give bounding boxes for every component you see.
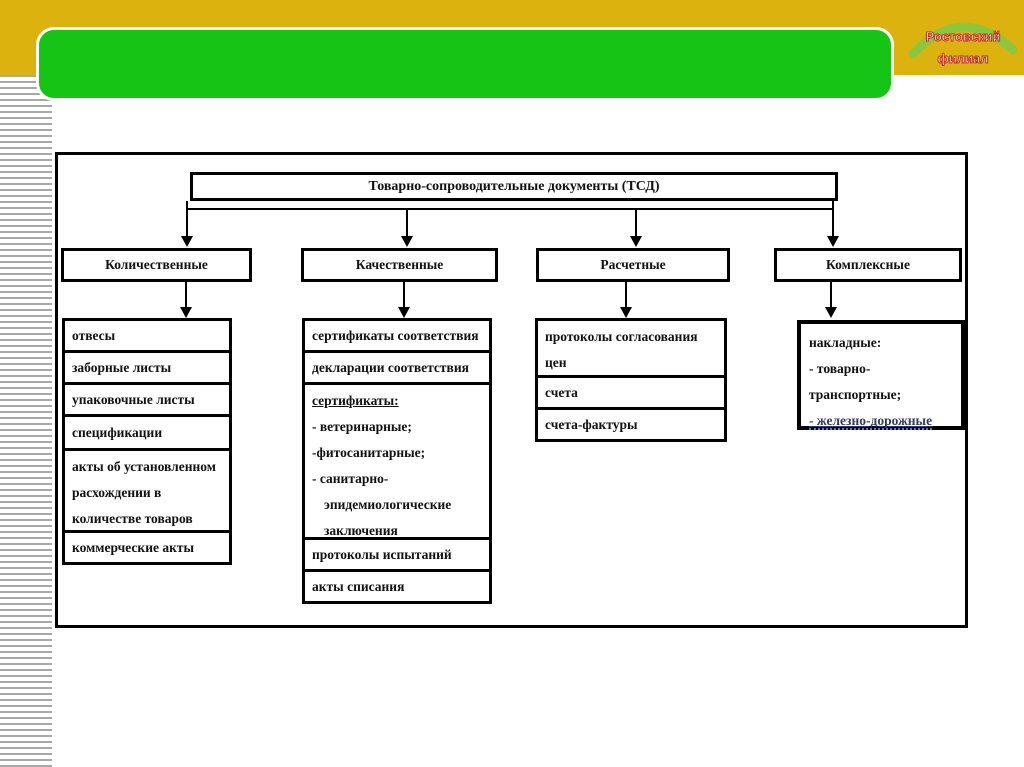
diagram-item-certificates: сертификаты: - ветеринарные; -фитосанита… (302, 382, 492, 540)
connector-line (832, 208, 834, 237)
certificates-heading: сертификаты: (312, 393, 399, 408)
arrow-down-icon (827, 236, 839, 247)
diagram-item: спецификации (62, 414, 232, 451)
diagram-item: сертификаты соответствия (302, 318, 492, 353)
complex-items-box: накладные: - товарно- транспортные; - же… (797, 320, 965, 430)
diagram-canvas: Товарно-сопроводительные документы (ТСД)… (55, 152, 968, 628)
certificates-line: эпидемиологические (324, 497, 452, 512)
diagram-item: протоколы испытаний (302, 537, 492, 572)
connector-line (186, 208, 188, 237)
left-stripe-decoration (0, 75, 52, 767)
arrow-down-icon (398, 307, 410, 318)
connector-line (832, 201, 834, 210)
brand-name: Ростовский филиал (903, 26, 1023, 70)
diagram-item: счета-фактуры (535, 407, 727, 442)
connector-line (635, 208, 637, 237)
diagram-item: заборные листы (62, 350, 232, 385)
arrow-down-icon (181, 236, 193, 247)
slide-title-placeholder (36, 27, 894, 101)
settlement-items-stack: протоколы согласования цен счета счета-ф… (535, 318, 727, 442)
invoices-line: - товарно- (809, 361, 871, 376)
diagram-item: упаковочные листы (62, 382, 232, 417)
diagram-item: акты об установленном расхождении в коли… (62, 448, 232, 533)
branch-header-settlement: Расчетные (536, 248, 730, 282)
arrow-down-icon (630, 236, 642, 247)
connector-line (625, 282, 627, 308)
brand-logo: Ростовский филиал (903, 4, 1023, 74)
arrow-down-icon (180, 307, 192, 318)
brand-name-line1: Ростовский (925, 29, 1001, 45)
diagram-item: счета (535, 375, 727, 410)
root-node: Товарно-сопроводительные документы (ТСД) (190, 172, 838, 201)
invoices-heading: накладные: (809, 335, 882, 350)
diagram-item: отвесы (62, 318, 232, 353)
branch-header-complex: Комплексные (774, 248, 962, 282)
connector-line (406, 208, 408, 237)
arrow-down-icon (401, 236, 413, 247)
branch-header-quantitative: Количественные (61, 248, 252, 282)
connector-line (185, 282, 187, 308)
brand-name-line2: филиал (937, 51, 989, 67)
diagram-item: акты списания (302, 569, 492, 604)
certificates-line: -фитосанитарные; (312, 445, 426, 460)
connector-line (186, 201, 188, 210)
certificates-line: - санитарно- (312, 471, 389, 486)
arrow-down-icon (620, 307, 632, 318)
diagram-item: декларации соответствия (302, 350, 492, 385)
brand-arc-icon (908, 22, 1018, 59)
certificates-line: заключения (324, 523, 398, 538)
invoices-line: транспортные; (809, 387, 902, 402)
connector-line (403, 282, 405, 308)
certificates-line: - ветеринарные; (312, 419, 412, 434)
quantitative-items-stack: отвесы заборные листы упаковочные листы … (62, 318, 232, 565)
arrow-down-icon (825, 307, 837, 318)
invoices-line-railway: - железно-дорожные (809, 413, 933, 430)
diagram-item: коммерческие акты (62, 530, 232, 565)
branch-header-qualitative: Качественные (301, 248, 498, 282)
connector-line (186, 208, 834, 210)
qualitative-items-stack: сертификаты соответствия декларации соот… (302, 318, 492, 604)
connector-line (830, 282, 832, 308)
diagram-item: протоколы согласования цен (535, 318, 727, 378)
